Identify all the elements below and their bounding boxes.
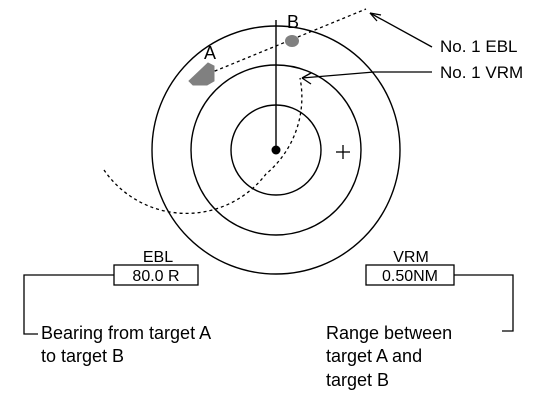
target-b-label: B	[287, 12, 299, 32]
ebl-bracket-line	[23, 274, 114, 335]
bearing-description-line2: to target B	[41, 346, 124, 366]
bearing-description-line1: Bearing from target A	[41, 323, 211, 343]
range-description-line1: Range between	[326, 323, 452, 343]
vrm-callout-label: No. 1 VRM	[440, 63, 523, 82]
cursor-cross-icon	[336, 145, 350, 159]
target-b	[285, 35, 299, 47]
ebl-callout-label: No. 1 EBL	[440, 37, 518, 56]
vrm-bracket-line	[454, 274, 514, 332]
range-description-line2: target A and	[326, 346, 422, 366]
vrm-callout-arrow	[301, 71, 432, 85]
vrm-readout-value: 0.50NM	[382, 268, 438, 285]
ebl-dashed-line	[197, 8, 367, 79]
ebl-callout-arrow	[369, 12, 433, 48]
ebl-readout-title: EBL	[143, 249, 173, 266]
own-ship-dot	[271, 145, 281, 155]
target-a-label: A	[204, 43, 216, 63]
range-description-line3: target B	[326, 370, 389, 390]
ebl-readout-value: 80.0 R	[132, 268, 179, 285]
vrm-readout-title: VRM	[393, 249, 429, 266]
target-a	[188, 62, 215, 86]
